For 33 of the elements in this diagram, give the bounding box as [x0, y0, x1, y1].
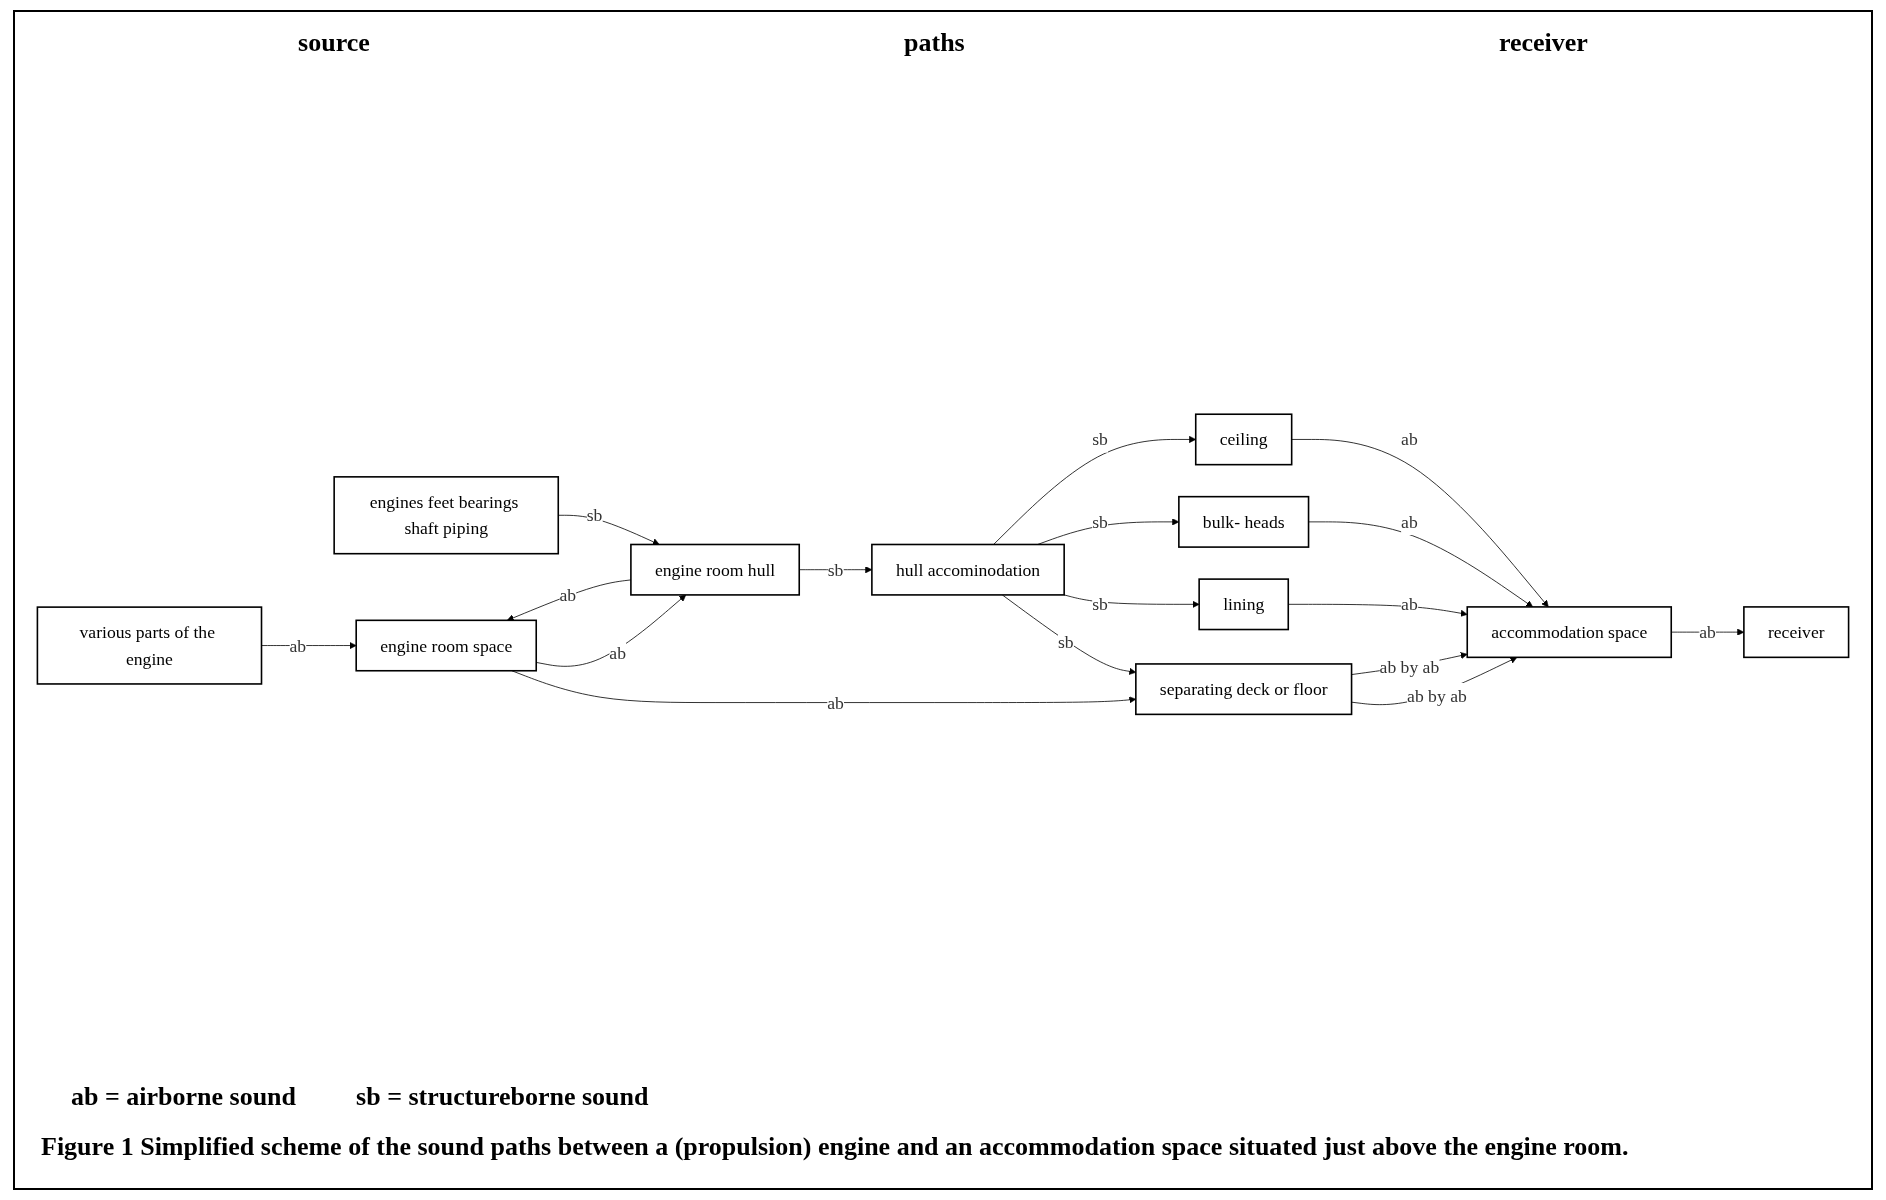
column-heading: paths [904, 28, 965, 58]
edge-label: ab by ab [1407, 685, 1467, 706]
node-box: hull accominodation [871, 543, 1065, 596]
node-box: engine room hull [630, 543, 801, 596]
edge-label: sb [827, 559, 844, 580]
edge-label: ab [1699, 622, 1716, 643]
node-box: separating deck or floor [1135, 663, 1353, 716]
node-box: various parts of the engine [36, 606, 263, 685]
node-box: bulk- heads [1178, 495, 1310, 548]
edge-label: sb [586, 505, 603, 526]
edge-label: sb [1092, 429, 1108, 450]
edge-label: sb [1092, 511, 1108, 532]
column-heading: receiver [1498, 28, 1588, 58]
edge-label: sb [1092, 594, 1108, 615]
key-note: sb = structureborne sound [356, 1082, 649, 1112]
node-box: lining [1198, 578, 1290, 631]
edge-label: ab [1401, 429, 1418, 450]
edge-label: ab [609, 643, 626, 664]
edge-label: ab by ab [1379, 656, 1440, 677]
node-box: receiver [1743, 606, 1850, 659]
node-box: ceiling [1194, 413, 1293, 466]
edge-label: ab [827, 692, 844, 713]
figure-caption: Figure 1 Simplified scheme of the sound paths between a (propulsion) engine and an accommodation space situated just above the engine room. [41, 1132, 1630, 1162]
edge-label: ab [289, 635, 307, 656]
column-heading: source [298, 28, 370, 58]
node-box: engines feet bearings shaft piping [333, 476, 560, 555]
edge-label: ab [1401, 511, 1418, 532]
edge-label: ab [1401, 594, 1418, 615]
node-box: engine room space [355, 619, 537, 672]
edge-label: ab [559, 585, 577, 606]
key-note: ab = airborne sound [71, 1082, 297, 1112]
node-box: accommodation space [1466, 606, 1673, 659]
edge-label: sb [1057, 631, 1074, 652]
